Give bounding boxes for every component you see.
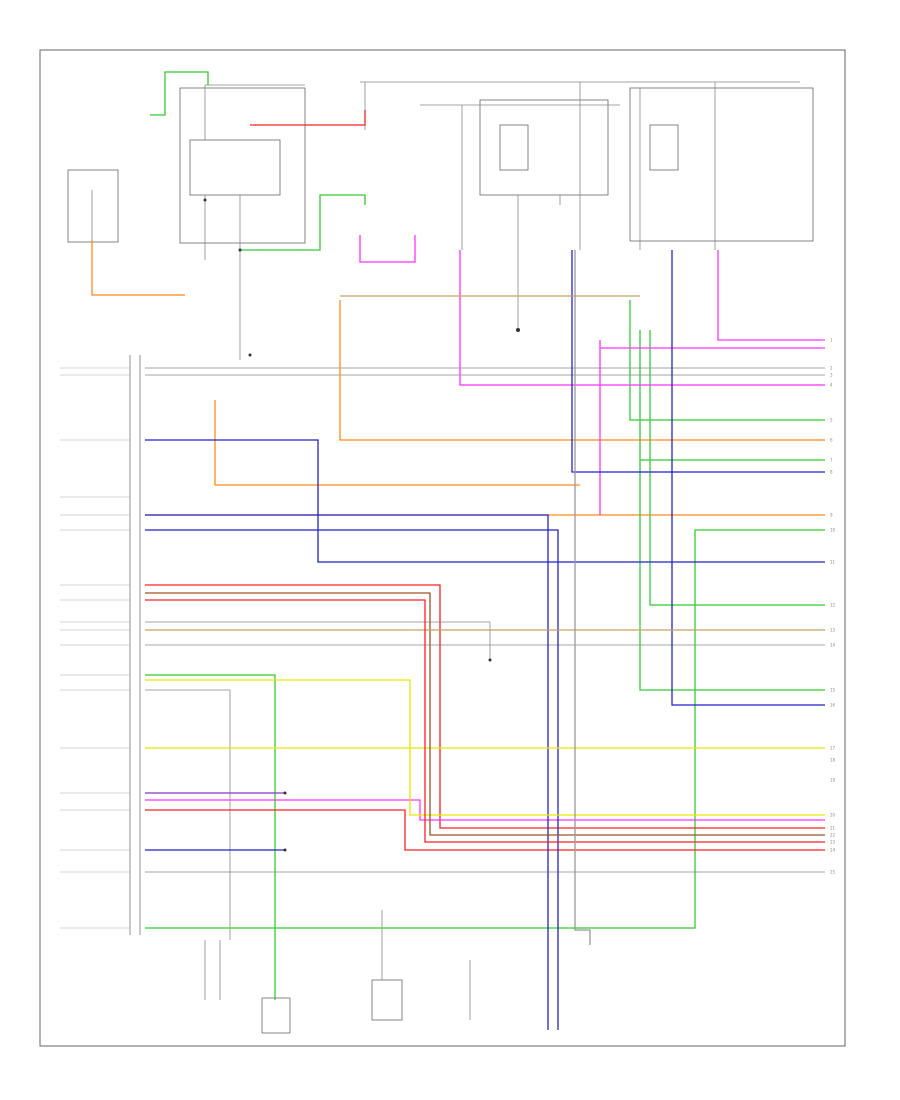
ecm-connector-block (129, 355, 141, 935)
right-pin-number: 15 (830, 688, 836, 693)
right-pin-column: 1234567891011121314151617181920212223242… (830, 338, 836, 875)
fuse-relay-box (67, 87, 814, 1034)
right-pin-number: 21 (830, 826, 836, 831)
right-pin-number: 3 (830, 373, 833, 378)
left-pin-ticks (60, 367, 130, 929)
right-pin-number: 4 (830, 383, 833, 388)
right-pin-number: 18 (830, 758, 836, 763)
right-pin-number: 16 (830, 703, 836, 708)
right-pin-number: 14 (830, 643, 836, 648)
splice-points (203, 198, 520, 852)
diagram-frame (39, 49, 846, 1047)
colored-wires (91, 71, 825, 1030)
right-pin-number: 2 (830, 366, 833, 371)
right-pin-number: 10 (830, 528, 836, 533)
right-pin-number: 24 (830, 848, 836, 853)
right-pin-number: 17 (830, 746, 836, 751)
right-pin-number: 11 (830, 560, 836, 565)
right-pin-number: 1 (830, 338, 833, 343)
power-distribution-wires (91, 81, 825, 1020)
right-pin-number: 23 (830, 840, 836, 845)
right-pin-number: 22 (830, 833, 836, 838)
right-pin-number: 6 (830, 438, 833, 443)
right-pin-number: 25 (830, 870, 836, 875)
right-pin-number: 12 (830, 603, 836, 608)
right-pin-number: 8 (830, 470, 833, 475)
right-pin-number: 20 (830, 813, 836, 818)
right-pin-number: 5 (830, 418, 833, 423)
right-pin-number: 19 (830, 778, 836, 783)
right-pin-number: 7 (830, 458, 833, 463)
right-pin-number: 13 (830, 628, 836, 633)
right-pin-number: 9 (830, 513, 833, 518)
